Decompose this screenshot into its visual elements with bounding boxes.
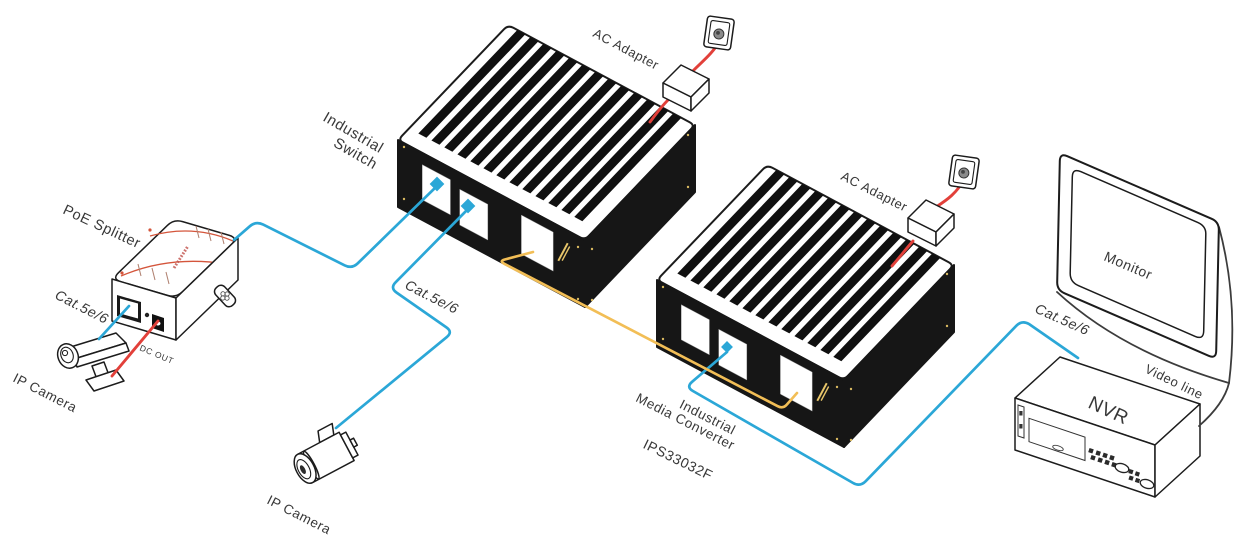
- converter-port-1: [681, 304, 710, 356]
- rj45-plug-icon: [460, 198, 476, 214]
- monitor-device: [1056, 154, 1234, 384]
- cat5e-cable-splitter-to-boxcamera: [97, 304, 131, 341]
- ac-adapter-switch: [648, 37, 723, 124]
- ip-camera-center-label: IP Camera: [265, 492, 334, 537]
- splitter-reset-hole: [144, 312, 150, 318]
- ac-adapter-converter-label: AC Adapter: [839, 168, 910, 214]
- cat5e-label-camera: Cat.5e/6: [403, 276, 462, 316]
- nvr-buttons: [1088, 447, 1141, 484]
- cat5e-label-splitter: Cat.5e/6: [53, 286, 112, 326]
- wall-outlet-icon: [703, 15, 735, 51]
- ac-adapter-converter: [890, 176, 967, 268]
- video-line-cable: [1198, 382, 1230, 427]
- cat5e-cable-converter-to-nvr: [687, 321, 1080, 486]
- monitor-screen: [1069, 169, 1207, 339]
- dc-out-label: DC OUT: [138, 343, 175, 366]
- industrial-switch-device: [397, 25, 696, 308]
- power-cable-adapter-to-switch: [648, 98, 670, 124]
- industrial-switch-label: Industrial Switch: [311, 109, 390, 174]
- cat5e-cable-splitter-to-switch: [232, 184, 439, 269]
- converter-right-face: [843, 264, 955, 448]
- nvr-knob-2: [1139, 478, 1155, 490]
- converter-fiber-port: [780, 354, 813, 412]
- cat5e-cable-switch-to-camera: [334, 207, 470, 430]
- nvr-device: [1014, 356, 1201, 498]
- fiber-cable-switch-to-converter: [500, 250, 799, 409]
- camera-mount-base: [85, 369, 125, 392]
- power-cable-adapter-to-converter: [890, 239, 915, 268]
- converter-heatsink-fins: [677, 170, 941, 362]
- splitter-print-text: [172, 245, 190, 269]
- switch-heatsink-fins: [418, 30, 682, 222]
- ip-camera-box-device: [56, 332, 130, 392]
- wall-outlet-icon: [948, 154, 980, 190]
- nvr-knob-1: [1114, 462, 1130, 474]
- converter-branding-marks: [816, 382, 830, 402]
- ac-adapter-switch-label: AC Adapter: [591, 25, 662, 72]
- ip-camera-bullet-device: [293, 422, 359, 484]
- switch-fiber-port: [521, 214, 554, 272]
- splitter-right-face: [175, 237, 239, 341]
- monitor-stand: [1218, 226, 1234, 384]
- poe-splitter-device: [111, 220, 239, 341]
- ip-camera-left-label: IP Camera: [11, 370, 80, 415]
- dc-power-cable-splitter-to-camera: [110, 319, 160, 378]
- nvr-disc-tray: [1028, 417, 1086, 462]
- switch-right-face: [584, 124, 696, 308]
- camera-lens-icon: [56, 343, 80, 369]
- splitter-mount-tab: [213, 284, 237, 308]
- poe-splitter-label: PoE Splitter: [60, 202, 143, 252]
- converter-port-2: [718, 328, 748, 381]
- rj45-plug-icon: [429, 176, 445, 192]
- switch-branding-marks: [557, 242, 571, 262]
- media-converter-model-label: IPS33032F: [641, 436, 716, 483]
- media-converter-device: [656, 165, 955, 448]
- nvr-usb-panel: [1017, 404, 1025, 439]
- nvr-right-face: [1154, 403, 1201, 498]
